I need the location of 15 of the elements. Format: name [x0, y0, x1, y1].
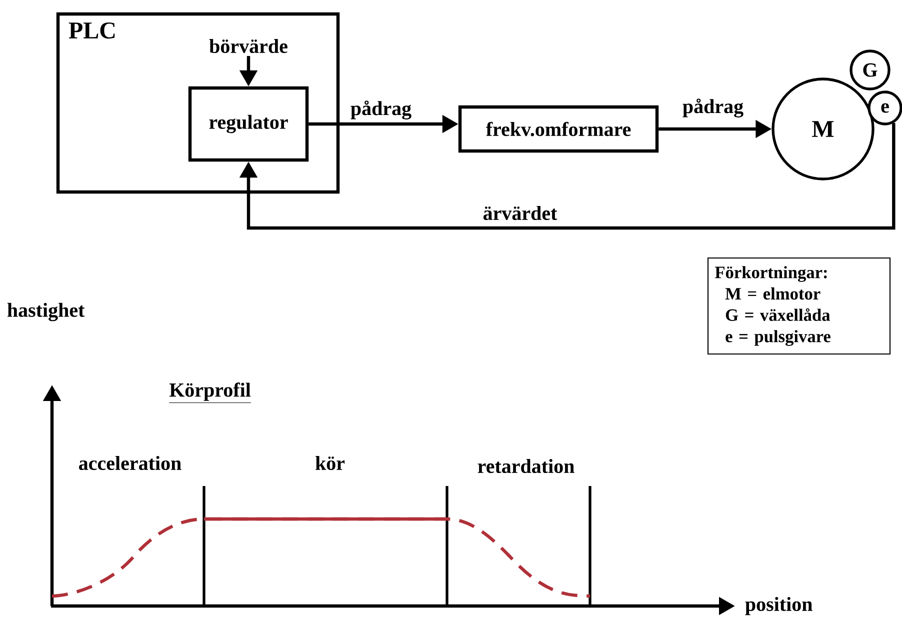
- axis-label: position: [745, 596, 812, 616]
- edge-label: pådrag: [681, 97, 745, 119]
- chart-title: Körprofil: [168, 382, 252, 403]
- setpoint-label: börvärde: [209, 38, 288, 54]
- phase-label: acceleration: [79, 456, 182, 470]
- node-label: e: [881, 103, 889, 113]
- axis-label: hastighet: [7, 302, 85, 322]
- regulator-box: regulator: [188, 86, 309, 162]
- abbreviation-box: Förkortningar: M = elmotor G = växellåda e = pulsgivare: [707, 257, 891, 355]
- phase-label: kör: [316, 456, 345, 470]
- arrow: [239, 123, 896, 230]
- phase-label: retardation: [478, 458, 574, 474]
- edge-label: pådrag: [349, 99, 413, 121]
- edge-label: ärvärdet: [481, 204, 559, 222]
- converter-box: frekv.omformare: [458, 105, 659, 153]
